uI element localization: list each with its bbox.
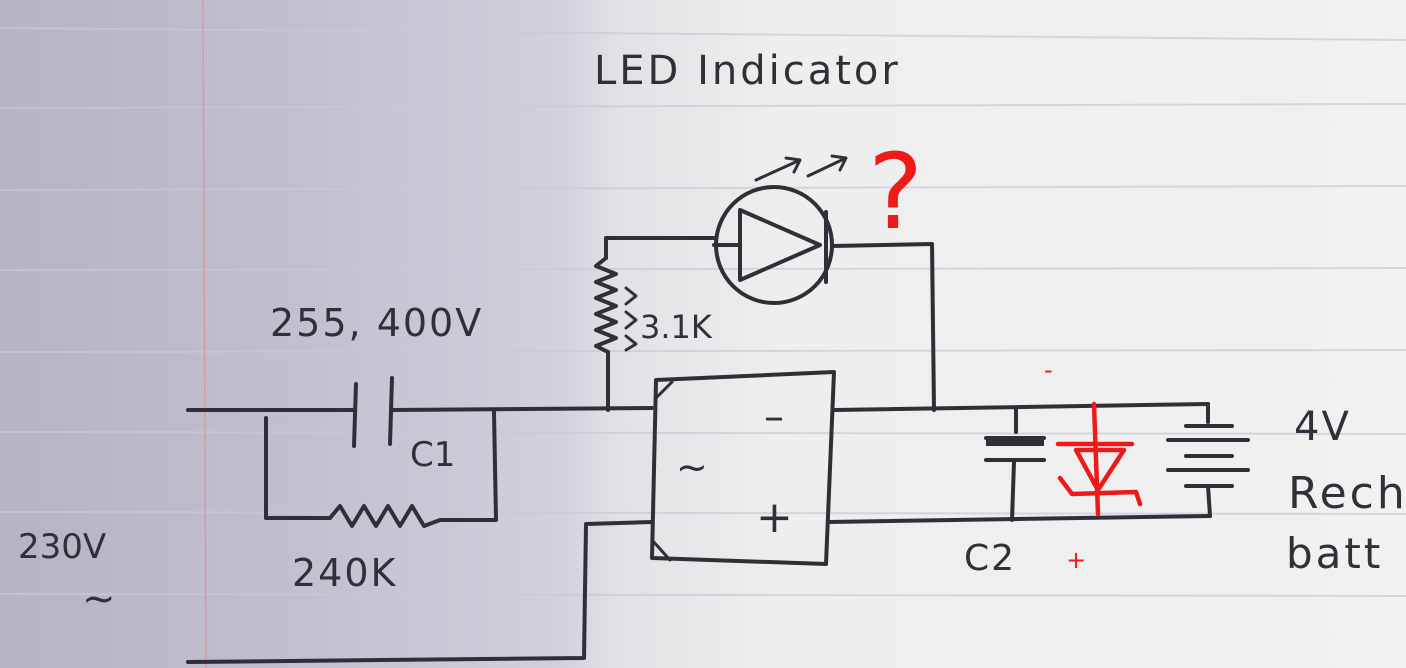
label-c1-rating: 255, 400V [270, 301, 483, 345]
question-mark: ? [868, 131, 923, 253]
wire-led-right [830, 242, 936, 412]
wire-return-bottom [186, 520, 654, 664]
capacitor-c1 [352, 376, 394, 448]
label-230v: 230V [18, 527, 106, 567]
wire-dc-positive [826, 514, 1212, 524]
capacitor-c2 [984, 406, 1046, 522]
resistor-240k [328, 504, 442, 528]
label-battery-voltage: 4V [1294, 404, 1351, 450]
label-240k: 240K [292, 551, 397, 595]
notebook-rules [0, 27, 1406, 597]
wire-240k-right [438, 410, 498, 522]
margin-line [202, 0, 207, 668]
red-plus-label: + [1066, 546, 1086, 574]
resistor-3k1 [594, 256, 618, 354]
battery-symbol [1166, 402, 1250, 518]
label-bridge-minus: – [764, 394, 784, 440]
label-3k1: 3.1K [640, 308, 713, 346]
label-battery-line2: batt [1286, 529, 1383, 578]
wire-dc-negative [832, 402, 1210, 412]
bridge-rectifier [650, 370, 836, 566]
label-bridge-plus: + [756, 492, 793, 543]
label-c2: C2 [964, 538, 1016, 579]
wire-led-left [604, 236, 716, 260]
led-symbol [712, 185, 834, 305]
label-bridge-ac: ~ [676, 445, 708, 489]
light-emission-arrows [754, 154, 848, 182]
label-source-ac: ~ [82, 576, 116, 622]
label-battery-line1: Rech [1288, 468, 1406, 519]
resistor-value-bracket [624, 286, 638, 352]
red-diode-annotation [1055, 401, 1143, 517]
red-minus-label: - [1044, 356, 1053, 384]
wire-c1-to-bridge [390, 406, 654, 412]
wire-240k-left [264, 416, 332, 520]
label-c1: C1 [410, 435, 455, 475]
diagram-title: LED Indicator [594, 48, 901, 94]
